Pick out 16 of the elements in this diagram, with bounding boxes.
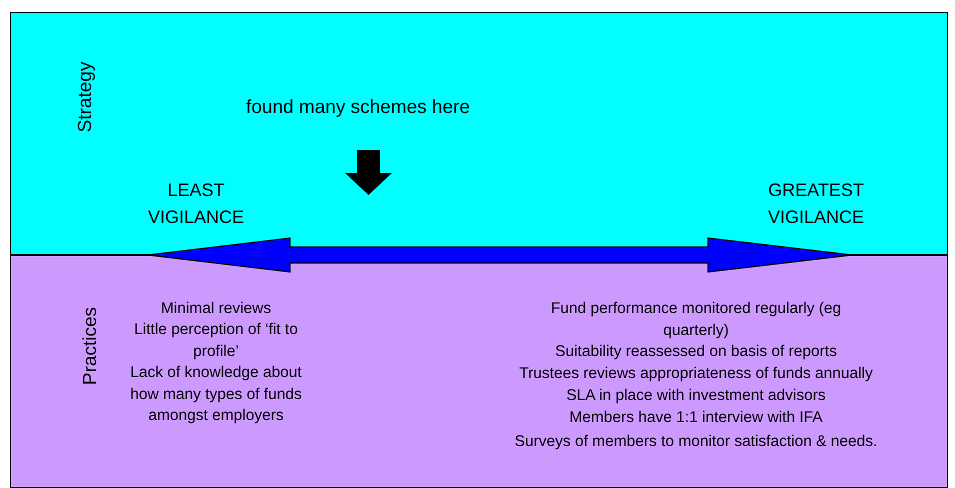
practice-item: Fund performance monitored regularly (eg quarterly)	[550, 299, 842, 340]
practice-item: Trustees reviews appropriateness of funds annually	[518, 364, 874, 384]
scale-label: LEAST VIGILANCE	[146, 179, 246, 229]
practice-item: Suitability reassessed on basis of reports	[554, 342, 838, 362]
strategy-band	[10, 12, 948, 255]
practice-item: Lack of knowledge about how many types of funds amongst employers	[129, 363, 303, 426]
practice-item: Surveys of members to monitor satisfaction & needs.	[514, 432, 878, 452]
band-label: Practices	[79, 306, 102, 388]
scale-label: GREATEST VIGILANCE	[766, 179, 866, 229]
practice-item: Minimal reviews	[160, 299, 272, 319]
practice-item: Members have 1:1 interview with IFA	[568, 408, 824, 428]
band-label: Strategy	[74, 60, 97, 134]
note-text: found many schemes here	[245, 96, 471, 120]
practices-band	[10, 255, 948, 488]
practice-item: SLA in place with investment advisors	[565, 386, 827, 406]
practice-item: Little perception of ‘fit to profile’	[133, 320, 299, 362]
